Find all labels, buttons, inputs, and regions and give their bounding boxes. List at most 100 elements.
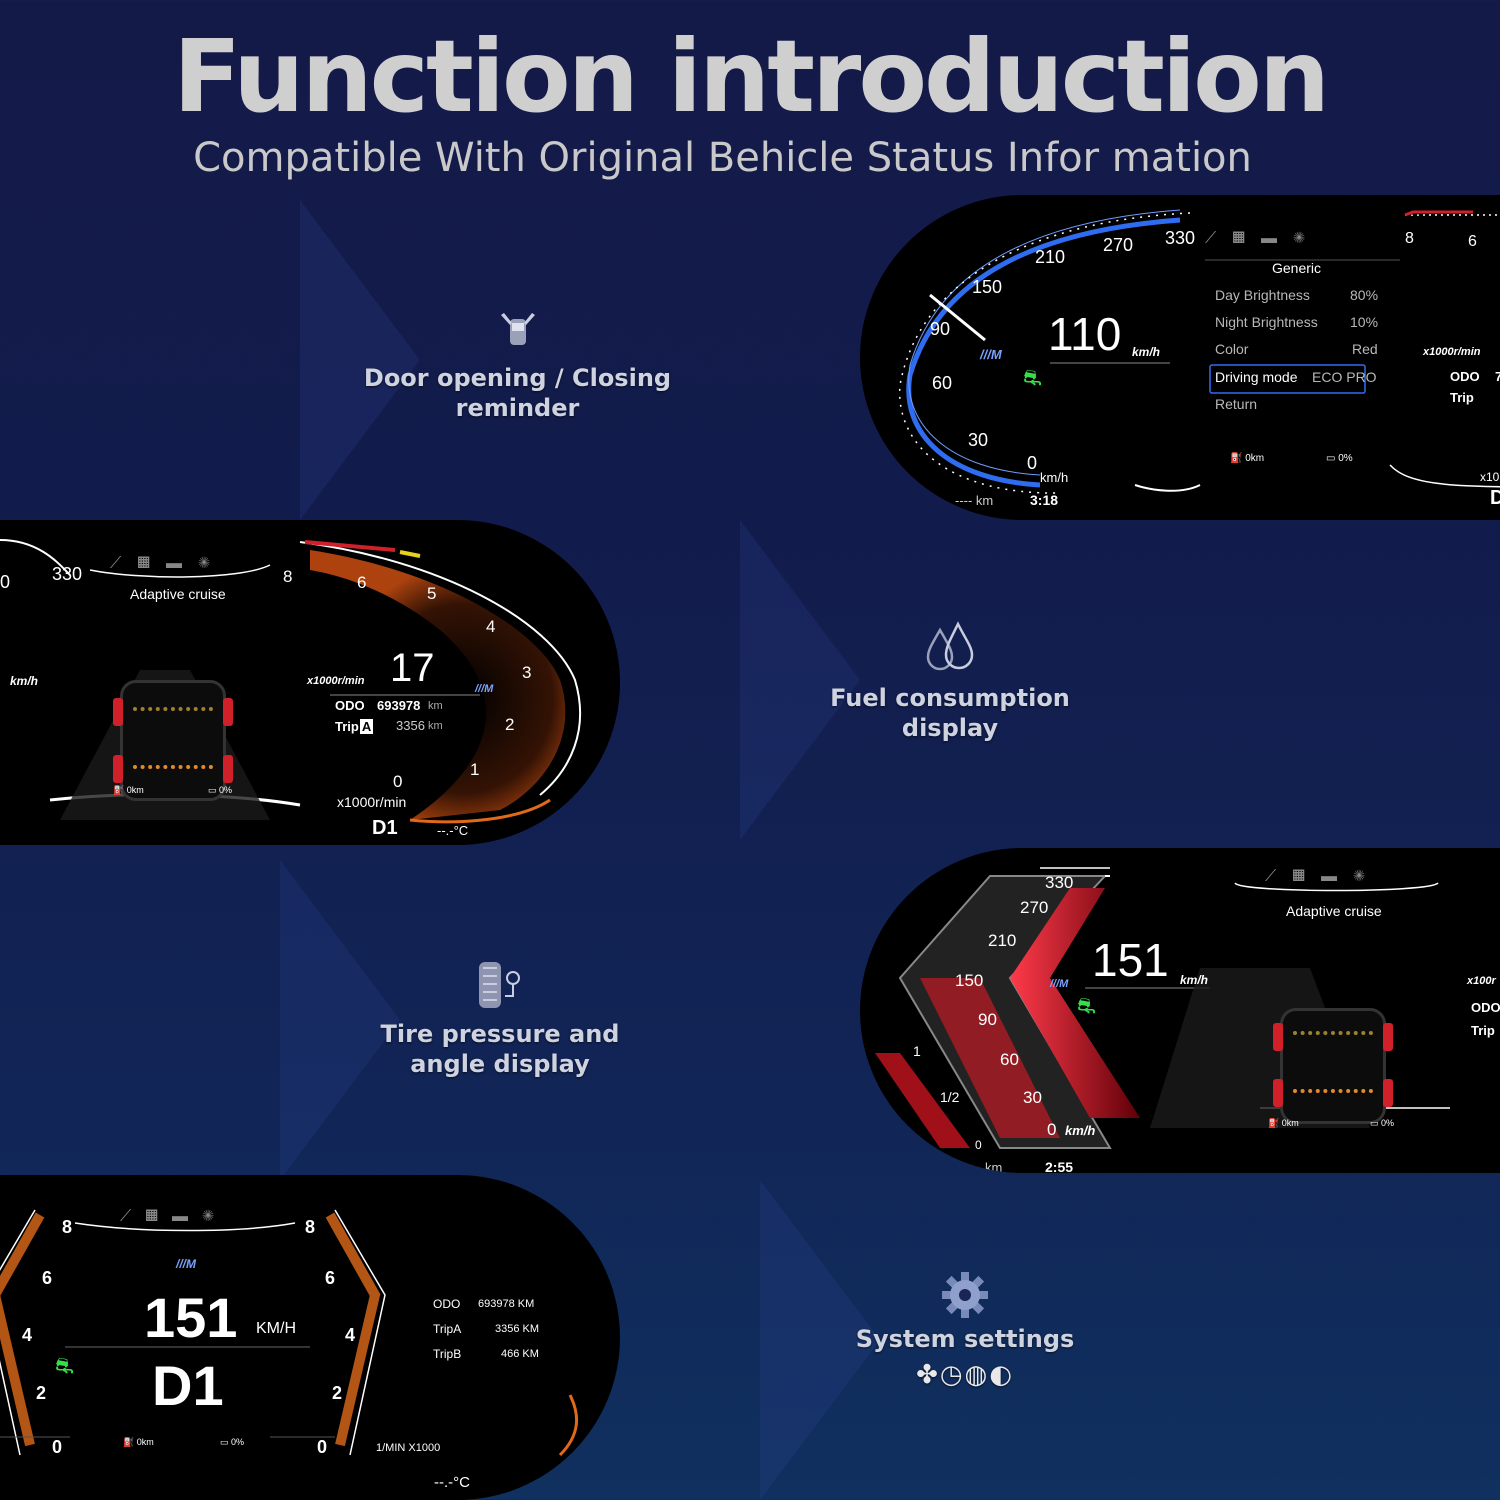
speed-tick: 210 (1035, 247, 1066, 267)
speed-tick: 150 (955, 971, 984, 990)
car-top-view (113, 680, 233, 801)
odo-label: ODO (335, 698, 365, 713)
speed-tick: 330 (1045, 873, 1074, 892)
battery-value: 0% (219, 785, 233, 795)
range-left: km (985, 1160, 1003, 1173)
feature-system: System settings ✤◷◍◐ (850, 1270, 1080, 1390)
background-chevron (300, 200, 420, 520)
trip-label: Trip (1450, 390, 1474, 405)
trip-unit: km (428, 720, 443, 732)
fuel-tick: 0 (975, 1138, 982, 1152)
speedometer-chevron (875, 867, 1450, 1149)
engine-icon: ✺ (198, 555, 227, 572)
speedometer-arc (899, 209, 1500, 494)
battery-value: 0% (1381, 1118, 1395, 1128)
feature-system-label: System settings (855, 1325, 1075, 1353)
brightness-icon: ◐ (989, 1360, 1014, 1390)
rpm-label: 1/MIN X1000 (376, 1442, 441, 1454)
grid-icon: ✤ (916, 1360, 940, 1390)
speed-tick: 0 (0, 572, 11, 592)
range-indicator: ⛽ 0km (1268, 1118, 1299, 1129)
rpm-label-short: x10 (1480, 470, 1500, 484)
status-icons-row: ⟋▦▬✺ (120, 1208, 228, 1226)
fuel-tick: 1 (913, 1043, 921, 1059)
rpm-value: 17 (390, 646, 435, 690)
range-value: 0km (126, 785, 144, 795)
battery-value: 0% (1338, 453, 1353, 464)
rpm-label: x1000r/min (1423, 346, 1481, 358)
axle-front (1293, 1031, 1373, 1035)
menu-item-night-brightness[interactable]: Night Brightness (1215, 314, 1318, 330)
rpm-tick: 6 (1468, 233, 1477, 250)
fuel-pump-icon: ⛽ (1230, 453, 1243, 464)
engine-icon: ✺ (202, 1208, 229, 1225)
right-gauge-tick: 6 (325, 1268, 336, 1288)
speed-tick-unit: km/h (1040, 470, 1069, 485)
speed-unit: km/h (1132, 345, 1161, 359)
speed-tick: 0 (1047, 1120, 1057, 1139)
m-logo: ///M (475, 683, 494, 695)
odo-label: ODO (433, 1297, 461, 1311)
feature-fuel: Fuel consumption display (780, 620, 1120, 743)
odo-value: 7 (1495, 369, 1500, 384)
battery-icon: ▭ (1326, 453, 1336, 464)
engine-icon: ✺ (1293, 230, 1322, 247)
traction-control-icon: ⛐ (1077, 993, 1096, 1018)
feature-door-line2: reminder (455, 394, 580, 422)
fuel-pump-icon: ▦ (1232, 230, 1262, 247)
cluster-panel-blue: 330 270 210 150 90 60 30 0 km/h ///M 110… (860, 195, 1500, 520)
fuel-pump-icon: ▦ (145, 1208, 173, 1225)
range-indicator: ⛽ 0km (1230, 453, 1264, 464)
tripa-value: 3356 KM (495, 1323, 540, 1335)
cruise-status: Adaptive cruise (1286, 903, 1382, 919)
battery-indicator: ▭ 0% (208, 785, 232, 796)
settings-icons-row: ✤◷◍◐ (850, 1360, 1080, 1390)
speed-value: 151 (144, 1286, 238, 1349)
menu-item-driving-mode[interactable]: Driving mode (1215, 369, 1298, 385)
rpm-tick: 1 (470, 760, 480, 779)
speed-unit: KM/H (256, 1320, 296, 1337)
menu-item-return[interactable]: Return (1215, 396, 1258, 412)
odo-value: 693978 (377, 698, 421, 713)
rpm-tick: 8 (1405, 230, 1414, 247)
fuel-pump-icon: ⛽ (113, 785, 125, 795)
clock-time: 2:55 (1045, 1159, 1074, 1173)
menu-item-day-brightness[interactable]: Day Brightness (1215, 287, 1310, 303)
range-indicator: ⛽ 0km (123, 1437, 154, 1448)
odo-unit: km (428, 700, 443, 712)
speed-tick: 270 (1103, 235, 1134, 255)
cruise-status: Adaptive cruise (130, 586, 226, 602)
cluster-panel-orange: 0 330 km/h ⟋▦▬✺ Adaptive cruise ⛽ 0km ▭ … (0, 520, 620, 845)
speed-tick: 210 (988, 931, 1017, 950)
trip-value: 3356 (396, 718, 425, 733)
menu-value: 80% (1350, 287, 1379, 303)
tire-rear-left (113, 755, 123, 783)
feature-fuel-label: Fuel consumption display (830, 684, 1070, 742)
rpm-tick: 3 (522, 663, 532, 682)
tripb-label: TripB (433, 1347, 462, 1361)
speed-tick: 90 (930, 319, 951, 339)
page-subtitle: Compatible With Original Behicle Status … (193, 135, 1252, 181)
trip-letter: A (359, 719, 374, 734)
car-icon: ▬ (166, 555, 199, 572)
range-indicator: ⛽ 0km (113, 785, 144, 796)
speed-tick: 90 (978, 1010, 997, 1029)
battery-indicator: ▭ 0% (1370, 1118, 1394, 1129)
left-gauge-tick: 0 (52, 1437, 63, 1457)
speed-value: 110 (1048, 308, 1122, 360)
battery-indicator: ▭ 0% (220, 1437, 244, 1448)
battery-icon: ▭ (208, 785, 217, 795)
fuel-pump-icon: ⛽ (1268, 1118, 1280, 1128)
gear-icon (942, 1272, 988, 1318)
page-title: Function introduction (172, 18, 1330, 135)
speed-unit: km/h (1180, 973, 1209, 987)
temperature: --.-°C (434, 1474, 470, 1491)
range-value: 0km (136, 1437, 154, 1447)
rpm-unit: x1000r/min (307, 675, 365, 687)
speed-tick: 60 (932, 373, 953, 393)
background-chevron (280, 860, 400, 1180)
trip-label: Trip (1471, 1023, 1495, 1038)
feature-tire: Tire pressure and angle display (380, 958, 620, 1079)
menu-item-color[interactable]: Color (1215, 341, 1249, 357)
menu-value: ECO PRO (1312, 369, 1377, 385)
